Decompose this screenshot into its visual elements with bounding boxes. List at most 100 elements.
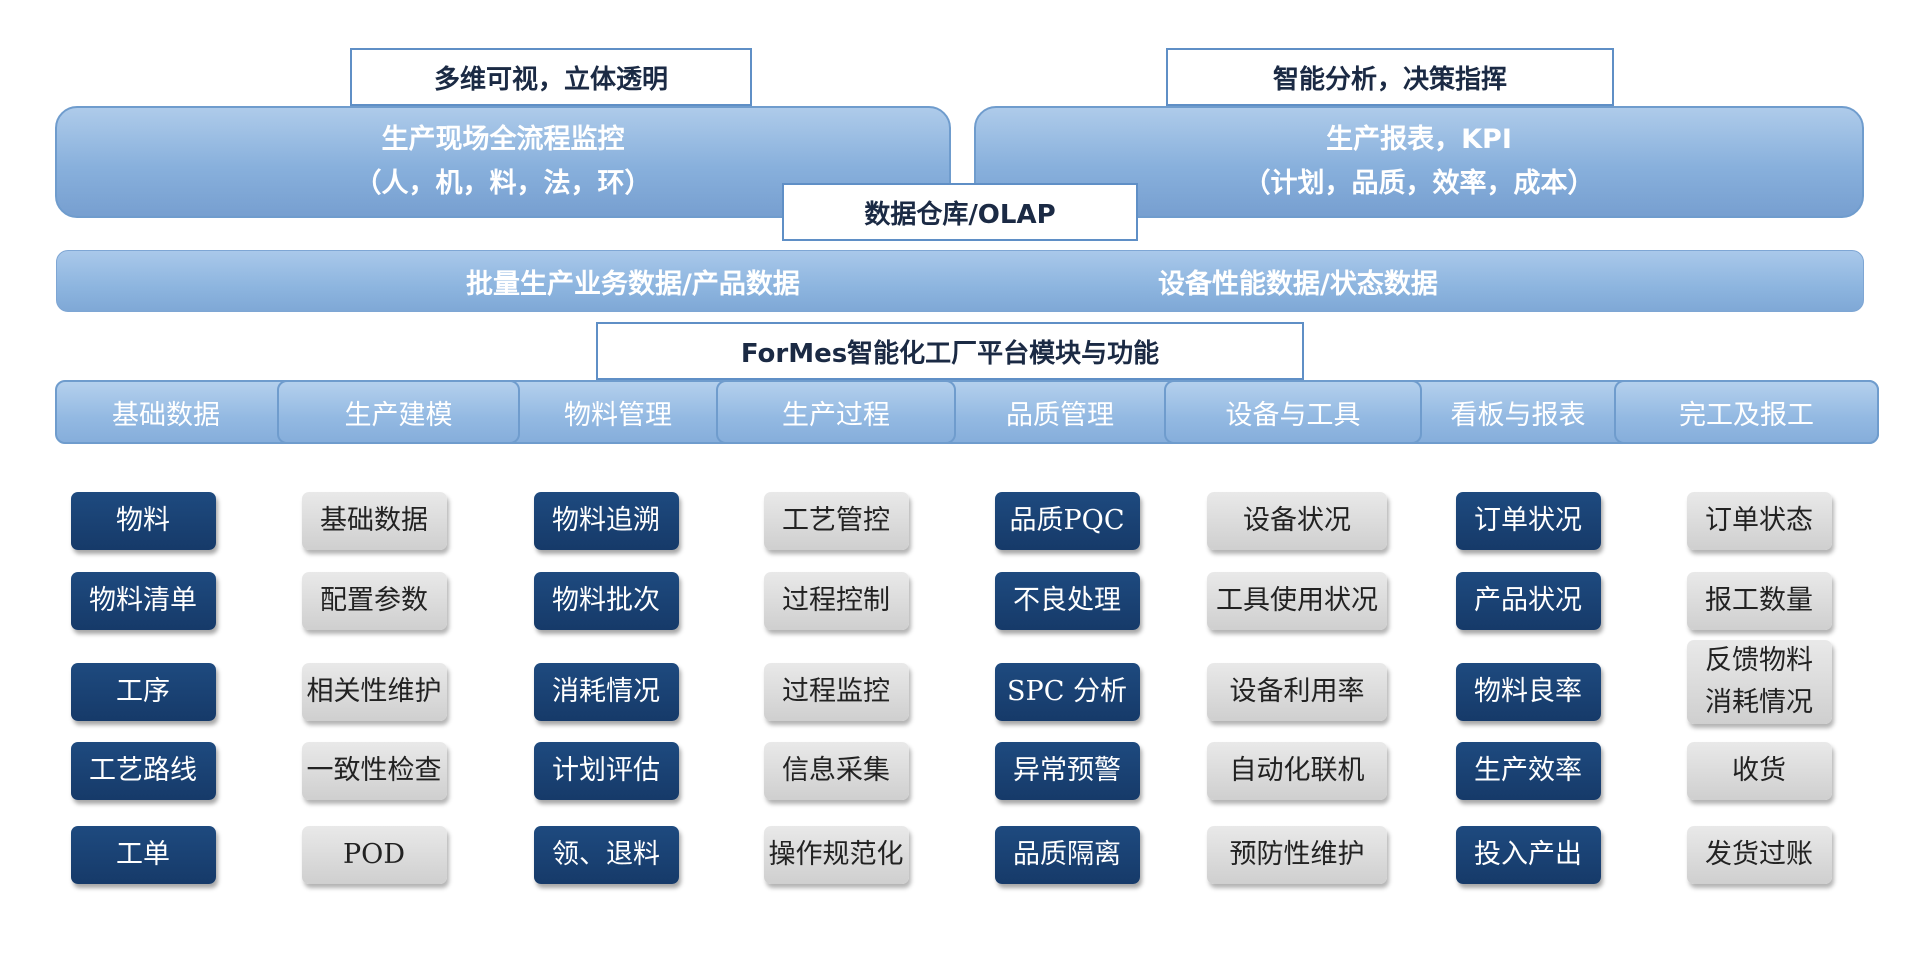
feature-box-label: 生产效率	[1474, 755, 1582, 786]
feature-box-label: 自动化联机	[1229, 755, 1365, 786]
panel-right-line-1: 生产报表，KPI	[1326, 124, 1512, 155]
feature-box: 报工数量	[1686, 572, 1832, 630]
module-header-basic-data: 基础数据	[55, 380, 277, 444]
platform-title-tab: ForMes智能化工厂平台模块与功能	[596, 322, 1304, 380]
feature-box-label: 产品状况	[1474, 585, 1582, 616]
data-bar-left-label: 批量生产业务数据/产品数据	[466, 268, 800, 300]
feature-box: 相关性维护	[301, 663, 447, 721]
feature-box-label: 物料追溯	[552, 505, 660, 536]
feature-box-label: 相关性维护	[306, 676, 442, 707]
feature-box-label: 过程监控	[782, 676, 890, 707]
feature-box: 信息采集	[763, 742, 909, 800]
feature-box: 物料清单	[70, 572, 216, 630]
module-header-production-process: 生产过程	[716, 380, 956, 444]
feature-box-label: 操作规范化	[768, 839, 904, 870]
feature-box: 设备利用率	[1207, 663, 1387, 721]
feature-box-label: 不良处理	[1013, 585, 1121, 616]
feature-box: 品质隔离	[994, 826, 1140, 884]
top-left-tab: 多维可视，立体透明	[350, 48, 752, 106]
feature-box-label: 消耗情况	[552, 676, 660, 707]
feature-box: 收货	[1686, 742, 1832, 800]
module-header-quality-management: 品质管理	[956, 380, 1164, 444]
data-warehouse-label: 数据仓库/OLAP	[864, 199, 1056, 230]
module-header-label: 生产过程	[782, 399, 890, 431]
feature-box: 设备状况	[1207, 492, 1387, 550]
feature-box-label: 基础数据	[320, 505, 428, 536]
feature-box-label: 收货	[1732, 755, 1786, 786]
feature-box-label: 一致性检查	[306, 755, 442, 786]
feature-box-label: 工序	[116, 676, 170, 707]
feature-box: 工序	[70, 663, 216, 721]
module-header-dashboard-reports: 看板与报表	[1422, 380, 1614, 444]
feature-box: 物料良率	[1455, 663, 1601, 721]
feature-box-label: 工单	[116, 839, 170, 870]
feature-box-label: POD	[343, 839, 405, 870]
module-header-label: 看板与报表	[1450, 399, 1586, 431]
panel-left-line-2: （人，机，料，法，环）	[354, 168, 652, 199]
feature-box: 异常预警	[994, 742, 1140, 800]
feature-box-label: 品质PQC	[1009, 505, 1125, 536]
feature-box: 操作规范化	[763, 826, 909, 884]
feature-box-label: 消耗情况	[1705, 687, 1813, 718]
feature-box-label: 反馈物料	[1705, 645, 1813, 676]
feature-box-label: 计划评估	[552, 755, 660, 786]
module-header-label: 设备与工具	[1225, 399, 1361, 431]
module-header-label: 生产建模	[344, 399, 453, 431]
feature-box: 物料批次	[533, 572, 679, 630]
panel-right-line-2: （计划，品质，效率，成本）	[1243, 168, 1595, 199]
feature-box: 物料追溯	[533, 492, 679, 550]
panel-left-line-1: 生产现场全流程监控	[381, 124, 625, 155]
feature-box-label: SPC 分析	[1007, 676, 1127, 707]
feature-box: 计划评估	[533, 742, 679, 800]
feature-box-label: 工具使用状况	[1216, 585, 1378, 616]
feature-box-label: 工艺管控	[782, 505, 890, 536]
feature-box: 消耗情况	[533, 663, 679, 721]
feature-box: 配置参数	[301, 572, 447, 630]
feature-box: 物料	[70, 492, 216, 550]
feature-box-label: 投入产出	[1474, 839, 1582, 870]
feature-box: 工艺管控	[763, 492, 909, 550]
feature-box-label: 物料	[116, 505, 170, 536]
feature-box-label: 设备状况	[1243, 505, 1351, 536]
top-right-tab: 智能分析，决策指挥	[1166, 48, 1614, 106]
feature-box: SPC 分析	[994, 663, 1140, 721]
module-header-label: 完工及报工	[1679, 399, 1814, 431]
feature-box: 过程监控	[763, 663, 909, 721]
feature-box: 订单状态	[1686, 492, 1832, 550]
feature-box-label: 过程控制	[782, 585, 890, 616]
module-header-label: 物料管理	[564, 399, 672, 431]
feature-box: 生产效率	[1455, 742, 1601, 800]
feature-box: 一致性检查	[301, 742, 447, 800]
module-header-label: 基础数据	[112, 399, 220, 431]
module-header-completion-reporting: 完工及报工	[1614, 380, 1879, 444]
module-header-equipment-tools: 设备与工具	[1164, 380, 1422, 444]
feature-box: 领、退料	[533, 826, 679, 884]
feature-box: 预防性维护	[1207, 826, 1387, 884]
module-header-label: 品质管理	[1006, 399, 1114, 431]
platform-title: ForMes智能化工厂平台模块与功能	[740, 338, 1160, 369]
feature-box: 自动化联机	[1207, 742, 1387, 800]
feature-box: 发货过账	[1686, 826, 1832, 884]
feature-box-label: 报工数量	[1705, 585, 1813, 616]
feature-box-label: 物料清单	[89, 585, 197, 616]
feature-box: 工具使用状况	[1207, 572, 1387, 630]
feature-box: 基础数据	[301, 492, 447, 550]
feature-box: 反馈物料消耗情况	[1686, 640, 1832, 724]
feature-box-label: 设备利用率	[1229, 676, 1365, 707]
feature-box-label: 异常预警	[1013, 755, 1121, 786]
module-header-production-modeling: 生产建模	[277, 380, 520, 444]
feature-box-label: 配置参数	[320, 585, 428, 616]
feature-box-label: 品质隔离	[1013, 839, 1121, 870]
module-header-material-management: 物料管理	[520, 380, 716, 444]
feature-box: 工单	[70, 826, 216, 884]
data-bar-right-label: 设备性能数据/状态数据	[1158, 268, 1438, 300]
data-warehouse-tab: 数据仓库/OLAP	[782, 183, 1138, 241]
feature-box-label: 信息采集	[782, 755, 890, 786]
feature-box: 投入产出	[1455, 826, 1601, 884]
feature-box: 过程控制	[763, 572, 909, 630]
feature-box-label: 订单状态	[1705, 505, 1813, 536]
feature-box-label: 物料批次	[552, 585, 660, 616]
data-bar: 批量生产业务数据/产品数据 设备性能数据/状态数据	[56, 250, 1864, 312]
feature-box: 订单状况	[1455, 492, 1601, 550]
top-left-tab-label: 多维可视，立体透明	[433, 64, 668, 95]
